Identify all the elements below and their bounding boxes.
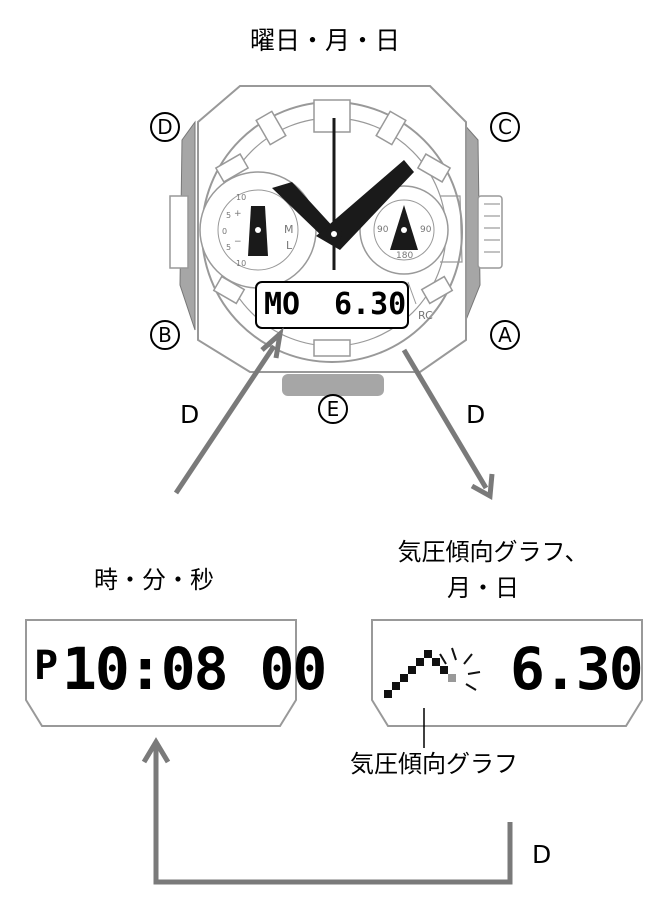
left-scale-bottom: 10 [236, 259, 247, 268]
left-scale-2: 5 [226, 211, 232, 220]
arrow-right-down-head [470, 473, 495, 501]
side-crown-right [477, 195, 503, 269]
minute-hand [316, 160, 414, 250]
right-scale-left: 90 [377, 225, 389, 235]
arrow-right-down [401, 348, 489, 490]
baro-screen-frame [371, 619, 643, 727]
left-scale-4: 5 [226, 243, 232, 252]
return-arrow-head [141, 737, 171, 764]
button-e-label: E [318, 394, 348, 424]
hour-hand [272, 182, 336, 240]
side-button-left [169, 195, 189, 269]
arrow-label-return: D [532, 840, 552, 869]
watch-caption: 曜日・月・日 [250, 26, 401, 55]
time-pm-indicator: P [34, 643, 59, 689]
button-c-label: C [490, 112, 520, 142]
button-a-label: A [490, 320, 520, 350]
bottom-button-e [282, 374, 384, 396]
baro-graph-label: 気圧傾向グラフ [350, 750, 518, 778]
arrow-label-left: D [180, 400, 200, 429]
watch-lcd-window [255, 281, 409, 329]
button-d-label: D [150, 112, 180, 142]
return-arrow [153, 744, 513, 885]
button-b-label: B [150, 320, 180, 350]
dial-label-rc: RC [418, 309, 433, 322]
blink-indicator [439, 647, 481, 691]
left-scale-top: 10 [236, 193, 247, 202]
time-display: 10:08 00 [62, 635, 327, 703]
time-screen-caption: 時・分・秒 [94, 566, 214, 594]
arrow-left-up-head [260, 327, 284, 359]
left-sign-plus: + [234, 209, 242, 219]
left-sign-minus: − [234, 237, 242, 247]
dial-label-l: L [286, 239, 293, 252]
baro-graph [384, 650, 456, 698]
arrow-label-right: D [466, 400, 486, 429]
left-scale-mid: 0 [222, 227, 228, 236]
watch-lcd-date: 6.30 [334, 287, 407, 322]
baro-caption-line2: 月・日 [447, 574, 519, 602]
right-scale-bottom: 180 [396, 251, 414, 261]
arrow-left-up [173, 344, 277, 495]
right-scale-right: 90 [420, 225, 432, 235]
time-screen-frame [25, 619, 297, 727]
baro-caption-line1: 気圧傾向グラフ、 [397, 538, 589, 566]
watch-lcd-day: MO [264, 287, 301, 322]
dial-label-m: M [284, 223, 294, 236]
baro-date: 6.30 [510, 635, 644, 703]
